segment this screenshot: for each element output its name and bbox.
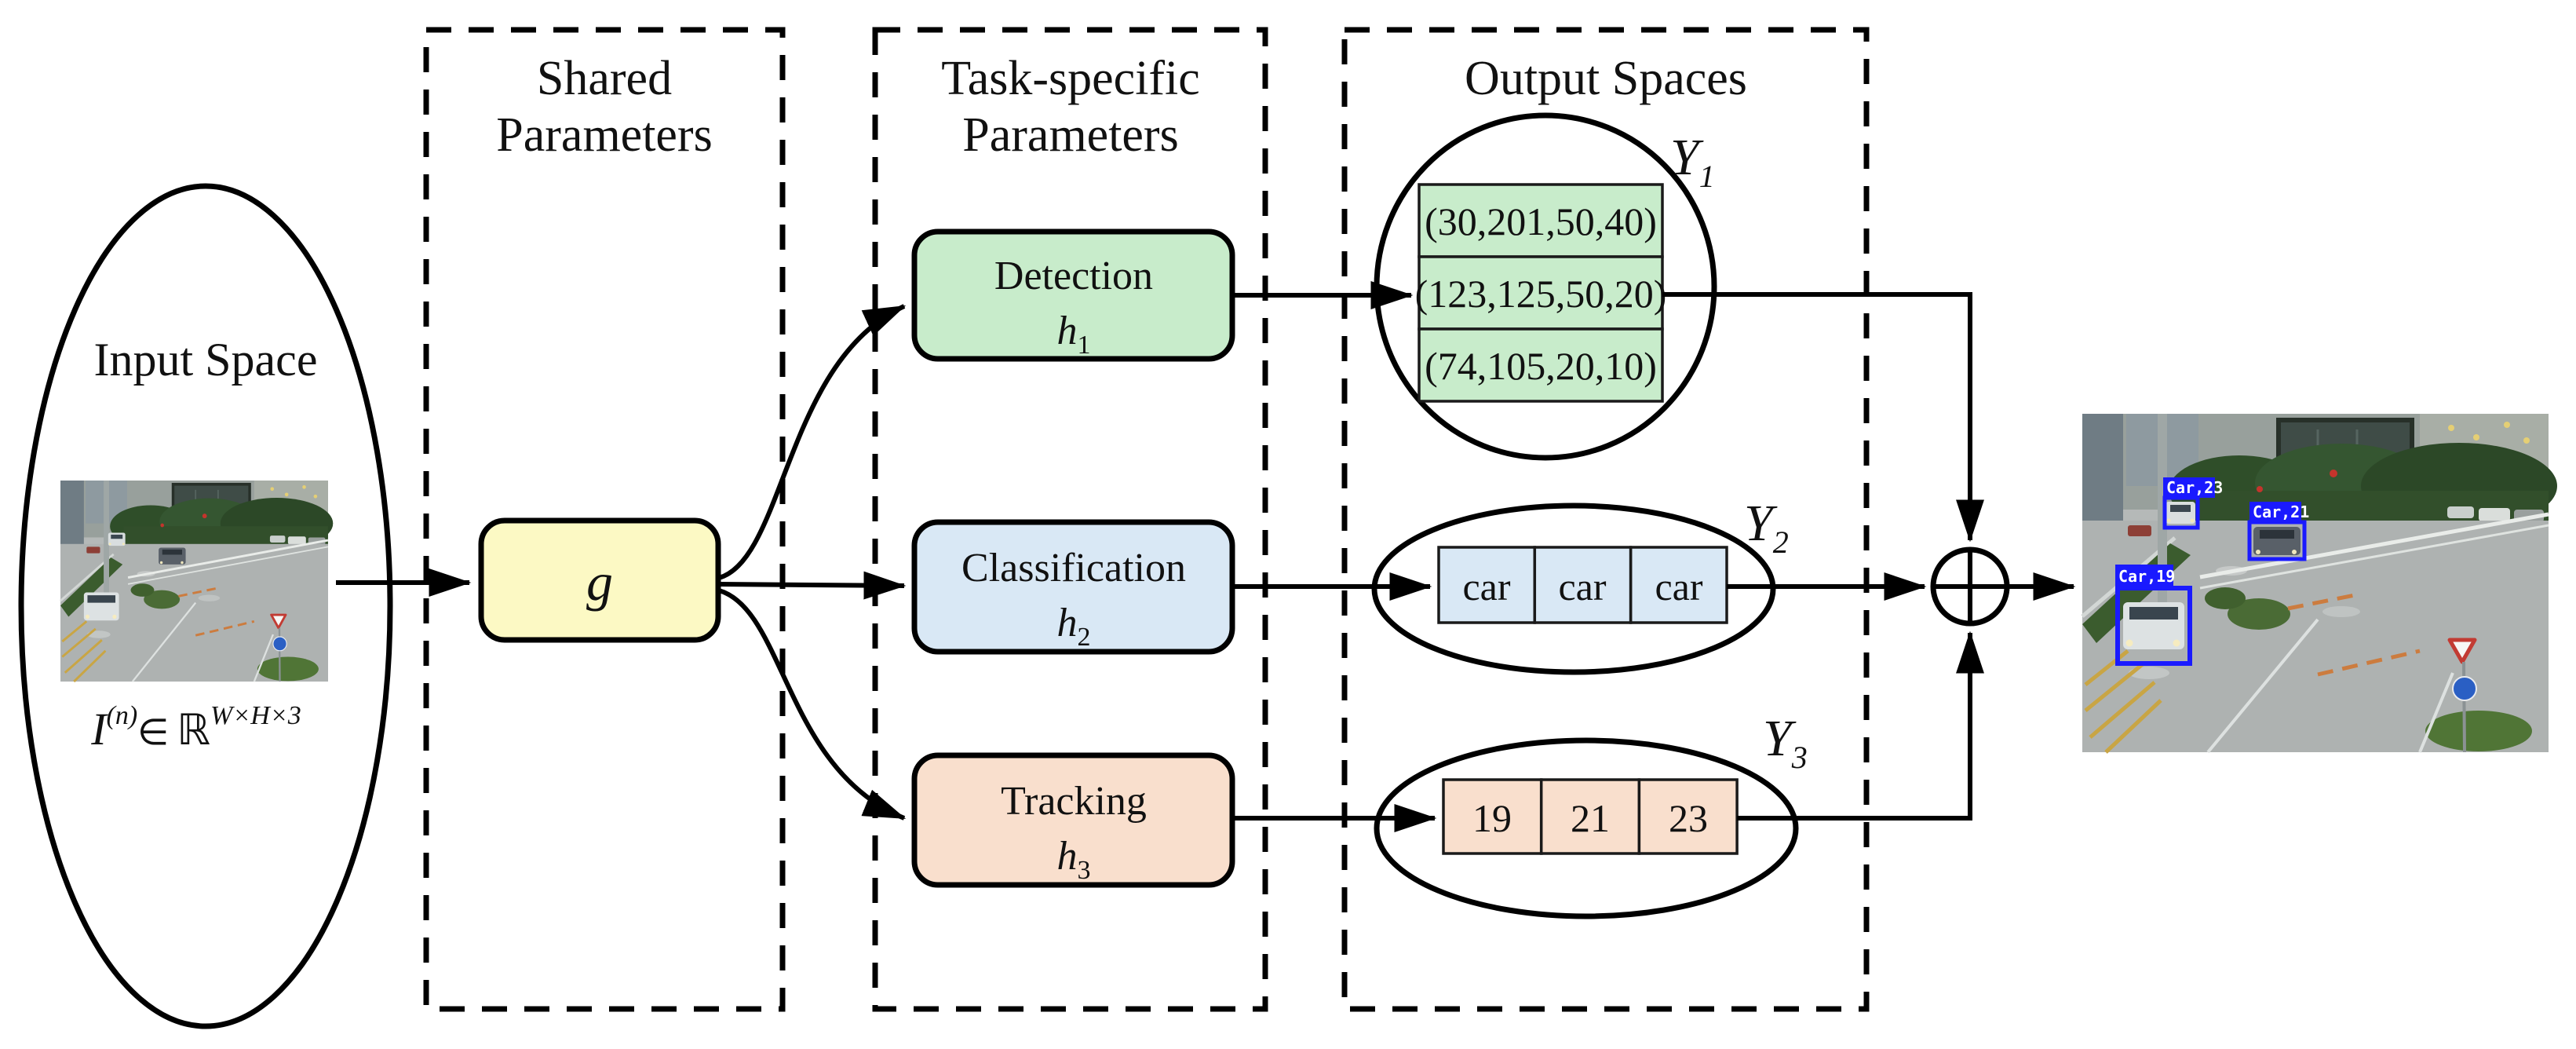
result-image: Car,23 Car,21 Car,19: [2082, 414, 2557, 752]
y1-table: (30,201,50,40) (123,125,50,20) (74,105,2…: [1415, 183, 1667, 403]
y3-table: 19 21 23: [1442, 778, 1739, 855]
task-specific-group: Task-specific Parameters Detection h1 Cl…: [872, 27, 1268, 1012]
y3-cell-text: 19: [1472, 796, 1512, 840]
bbox-car21-label-bg: [2249, 502, 2301, 522]
y2-label: Y2: [1744, 495, 1789, 560]
output-spaces-box: [1341, 27, 1870, 1012]
output-spaces-group: Output Spaces Y1 (30,201,50,40) (123,125…: [1341, 27, 1870, 1012]
task-specific-box: [872, 27, 1268, 1012]
y3-ellipse: [1374, 737, 1799, 919]
shared-parameters-group: Shared Parameters g: [423, 27, 786, 1012]
y3-cell-text: 21: [1571, 796, 1610, 840]
task-title-line1: Task-specific: [941, 52, 1200, 105]
y1-row-text: (30,201,50,40): [1425, 199, 1657, 243]
y3-cell-text: 23: [1669, 796, 1708, 840]
arrow-y1-to-merge: [1662, 292, 1984, 543]
g-label: g: [586, 552, 613, 612]
y1-row-text: (123,125,50,20): [1415, 272, 1667, 316]
input-image: [59, 479, 335, 683]
detection-symbol: h1: [1057, 309, 1091, 360]
input-space-label: Input Space: [94, 334, 318, 386]
tracking-symbol: h3: [1057, 834, 1091, 885]
y1-row: [1418, 255, 1664, 331]
arrow-g-to-tracking: [718, 588, 907, 821]
arrow-g-to-classification: [718, 571, 907, 600]
input-space-ellipse: [18, 183, 393, 1029]
shared-title-line1: Shared: [537, 52, 672, 105]
bbox-car19-label-bg: [2115, 565, 2173, 588]
bbox-car19-label: Car,19: [2118, 567, 2175, 586]
classification-symbol: h2: [1057, 601, 1091, 652]
g-block: [478, 517, 721, 643]
bbox-car23-label-bg: [2163, 477, 2215, 498]
input-space-group: Input Space I(n)∈ℝW×H×3: [18, 183, 393, 1029]
merge-group: [1930, 546, 2010, 627]
input-formula: I(n)∈ℝW×H×3: [90, 701, 301, 755]
y3-cell: [1442, 778, 1543, 855]
detection-overlays: Car,23 Car,21 Car,19: [2115, 477, 2309, 666]
y2-cell: [1533, 546, 1633, 624]
y1-label: Y1: [1670, 129, 1715, 194]
output-spaces-title: Output Spaces: [1465, 52, 1747, 105]
y2-cell-text: car: [1462, 565, 1510, 609]
y1-row-text: (74,105,20,10): [1425, 344, 1657, 388]
task-title-line2: Parameters: [962, 108, 1178, 162]
arrow-y3-to-merge: [1737, 630, 1984, 821]
bbox-car21-label: Car,21: [2253, 503, 2309, 521]
y3-cell: [1637, 778, 1739, 855]
bbox-car23-label: Car,23: [2166, 478, 2223, 497]
arrow-g-to-detection: [718, 304, 907, 580]
y1-row: [1418, 327, 1664, 403]
detection-label: Detection: [994, 254, 1153, 298]
y3-label: Y3: [1763, 710, 1808, 775]
classification-label: Classification: [961, 546, 1186, 590]
y2-cell-text: car: [1558, 565, 1606, 609]
arrows-group: [336, 281, 2076, 832]
y3-cell: [1539, 778, 1641, 855]
shared-parameters-box: [423, 27, 786, 1012]
y1-row: [1418, 183, 1664, 258]
y2-cell-text: car: [1655, 565, 1702, 609]
tracking-label: Tracking: [1001, 779, 1147, 824]
shared-title-line2: Parameters: [496, 108, 712, 162]
y2-table: car car car: [1437, 546, 1728, 624]
